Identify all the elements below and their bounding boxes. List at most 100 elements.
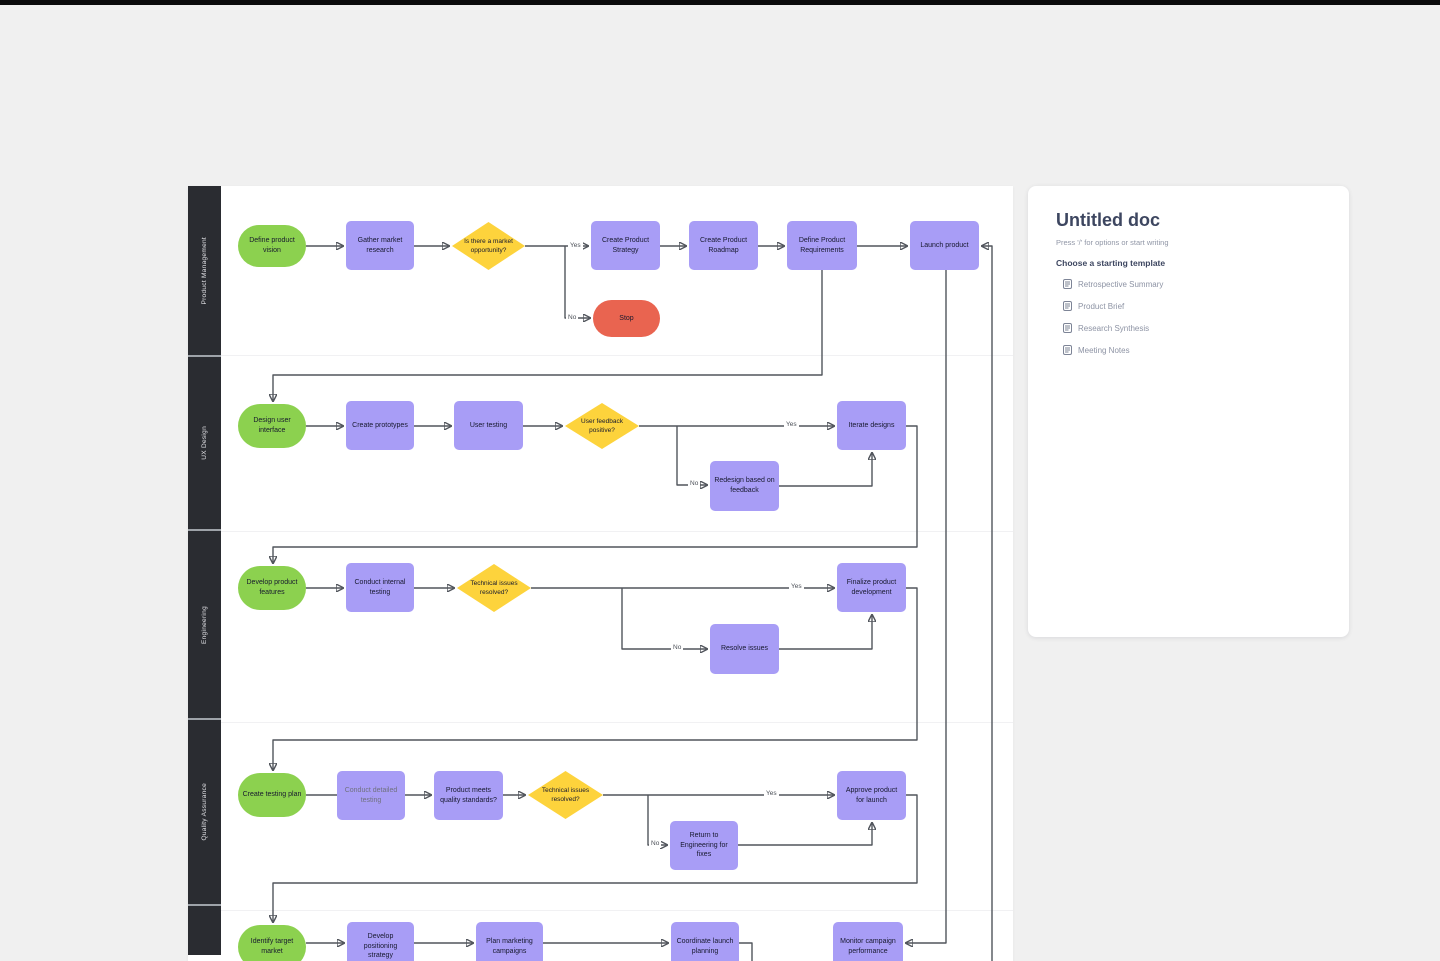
node-label: Launch product bbox=[920, 241, 969, 249]
node-create-prototypes[interactable]: Create prototypes bbox=[346, 401, 414, 450]
node-identify-target-market[interactable]: Identify target market bbox=[238, 925, 306, 961]
node-label: Create Product Roadmap bbox=[699, 236, 748, 254]
node-label: Monitor campaign performance bbox=[840, 937, 896, 955]
edge bbox=[621, 588, 707, 649]
branch-label-no: No bbox=[566, 314, 579, 322]
template-retrospective-summary[interactable]: Retrospective Summary bbox=[1063, 279, 1321, 289]
edge bbox=[273, 794, 918, 922]
lane-divider bbox=[221, 910, 1013, 911]
branch-label-yes: Yes bbox=[789, 583, 804, 591]
node-design-user-interface[interactable]: Design user interface bbox=[238, 404, 306, 448]
edge bbox=[676, 426, 707, 485]
node-approve-product-for-launch[interactable]: Approve product for launch bbox=[837, 771, 906, 820]
template-label: Meeting Notes bbox=[1078, 345, 1130, 355]
node-label: Conduct detailed testing bbox=[344, 786, 398, 804]
node-label: Redesign based on feedback bbox=[714, 477, 775, 494]
edge bbox=[779, 615, 872, 650]
top-bar bbox=[0, 0, 1440, 5]
node-redesign-based-on-feedback[interactable]: Redesign based on feedback bbox=[710, 461, 779, 511]
node-label: Create Product Strategy bbox=[601, 236, 650, 254]
node-label: Is there a market opportunity? bbox=[464, 237, 513, 254]
edge bbox=[564, 246, 590, 318]
template-research-synthesis[interactable]: Research Synthesis bbox=[1063, 323, 1321, 333]
node-create-testing-plan[interactable]: Create testing plan bbox=[238, 773, 306, 817]
template-label: Product Brief bbox=[1078, 301, 1125, 311]
node-label: Create testing plan bbox=[242, 791, 302, 799]
templates-heading: Choose a starting template bbox=[1056, 258, 1166, 268]
node-label: Stop bbox=[619, 314, 634, 322]
node-stop[interactable]: Stop bbox=[593, 300, 660, 337]
swimlane-marketing bbox=[188, 904, 221, 955]
lane-divider bbox=[221, 722, 1013, 723]
node-create-product-roadmap[interactable]: Create Product Roadmap bbox=[689, 221, 758, 270]
swimlane-ux-design: UX Design bbox=[188, 355, 221, 529]
branch-label-yes: Yes bbox=[568, 242, 583, 250]
node-product-meets-quality-standards[interactable]: Product meets quality standards? bbox=[434, 771, 503, 820]
node-monitor-campaign-performance[interactable]: Monitor campaign performance bbox=[833, 922, 903, 961]
edge bbox=[779, 453, 872, 487]
edge bbox=[647, 795, 667, 845]
node-resolve-issues[interactable]: Resolve issues bbox=[710, 624, 779, 674]
node-conduct-internal-testing[interactable]: Conduct internal testing bbox=[346, 563, 414, 612]
edge bbox=[982, 246, 993, 961]
node-label: Plan marketing campaigns bbox=[486, 937, 533, 955]
node-user-testing[interactable]: User testing bbox=[454, 401, 523, 450]
node-develop-product-features[interactable]: Develop product features bbox=[238, 566, 306, 610]
branch-label-no: No bbox=[671, 644, 684, 652]
node-define-product-requirements[interactable]: Define Product Requirements bbox=[787, 221, 857, 270]
swimlane-label: Quality Assurance bbox=[201, 783, 208, 841]
node-gather-market-research[interactable]: Gather market research bbox=[346, 221, 414, 270]
template-product-brief[interactable]: Product Brief bbox=[1063, 301, 1321, 311]
node-label: Approve product for launch bbox=[845, 786, 898, 804]
node-label: User feedback positive? bbox=[581, 417, 623, 434]
node-label: Product meets quality standards? bbox=[440, 786, 497, 804]
node-label: Create prototypes bbox=[352, 421, 408, 429]
document-icon bbox=[1063, 301, 1072, 311]
node-finalize-product-development[interactable]: Finalize product development bbox=[837, 563, 906, 612]
swimlane-product-management: Product Management bbox=[188, 186, 221, 355]
edge bbox=[739, 942, 753, 961]
branch-label-yes: Yes bbox=[764, 790, 779, 798]
template-meeting-notes[interactable]: Meeting Notes bbox=[1063, 345, 1321, 355]
doc-panel[interactable]: Untitled doc Press '/' for options or st… bbox=[1028, 186, 1349, 637]
swimlane-engineering: Engineering bbox=[188, 529, 221, 718]
node-label: Design user interface bbox=[253, 417, 291, 434]
node-conduct-detailed-testing[interactable]: Conduct detailed testing bbox=[337, 771, 405, 820]
node-develop-positioning-strategy[interactable]: Develop positioning strategy bbox=[347, 922, 414, 961]
edge bbox=[906, 270, 947, 943]
document-icon bbox=[1063, 279, 1072, 289]
swimlane-label: Product Management bbox=[201, 236, 208, 305]
edge bbox=[738, 823, 872, 846]
node-label: Iterate designs bbox=[848, 421, 895, 429]
edge bbox=[273, 587, 918, 770]
swimlane-label: UX Design bbox=[201, 426, 208, 460]
node-label: Conduct internal testing bbox=[354, 578, 406, 596]
swimlane-label: Engineering bbox=[201, 605, 208, 644]
document-icon bbox=[1063, 345, 1072, 355]
node-label: Identify target market bbox=[250, 938, 294, 955]
branch-label-yes: Yes bbox=[784, 421, 799, 429]
connectors-layer bbox=[188, 186, 993, 961]
node-iterate-designs[interactable]: Iterate designs bbox=[837, 401, 906, 450]
node-label: Finalize product development bbox=[846, 578, 897, 596]
document-icon bbox=[1063, 323, 1072, 333]
swimlane-quality-assurance: Quality Assurance bbox=[188, 718, 221, 904]
template-label: Research Synthesis bbox=[1078, 323, 1150, 333]
node-define-product-vision[interactable]: Define product vision bbox=[238, 225, 306, 267]
node-label: Return to Engineering for fixes bbox=[680, 831, 728, 859]
branch-label-no: No bbox=[688, 480, 701, 488]
doc-title[interactable]: Untitled doc bbox=[1056, 210, 1160, 230]
node-coordinate-launch-planning[interactable]: Coordinate launch planning bbox=[671, 922, 739, 961]
node-return-to-engineering-for-fixes[interactable]: Return to Engineering for fixes bbox=[670, 821, 738, 870]
node-label: Gather market research bbox=[357, 236, 403, 254]
edge bbox=[273, 270, 823, 401]
flowchart-canvas[interactable]: Define product vision Gather market rese… bbox=[188, 186, 1013, 961]
node-label: Technical issues resolved? bbox=[541, 786, 590, 803]
edge bbox=[273, 425, 918, 563]
node-launch-product[interactable]: Launch product bbox=[910, 221, 979, 270]
node-plan-marketing-campaigns[interactable]: Plan marketing campaigns bbox=[476, 922, 543, 961]
template-label: Retrospective Summary bbox=[1078, 279, 1164, 289]
node-label: Resolve issues bbox=[720, 645, 769, 653]
node-create-product-strategy[interactable]: Create Product Strategy bbox=[591, 221, 660, 270]
lane-divider bbox=[221, 355, 1013, 356]
